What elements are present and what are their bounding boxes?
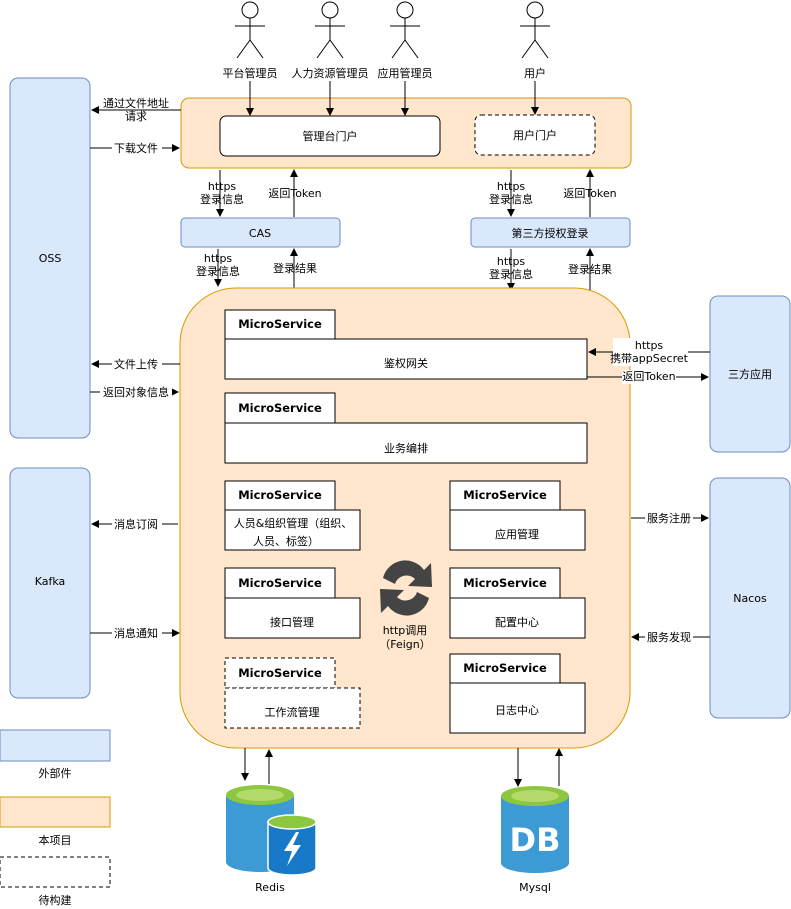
edge-label: 返回对象信息 — [103, 385, 169, 399]
orchestration-label: 业务编排 — [384, 441, 428, 455]
microservice-tag: MicroService — [463, 661, 547, 675]
admin-portal-label: 管理台门户 — [303, 129, 358, 143]
edge-label: https — [635, 339, 664, 352]
workflow-management-service: MicroService 工作流管理 — [224, 657, 361, 729]
actor-app-admin: 应用管理员 — [378, 1, 433, 80]
db-icon-text: DB — [510, 821, 561, 859]
edge-label: 登录结果 — [273, 261, 317, 275]
legend-project-label: 本项目 — [39, 833, 72, 847]
user-portal-label: 用户门户 — [513, 128, 557, 142]
third-party-app-label: 三方应用 — [728, 367, 772, 381]
actor-label: 应用管理员 — [378, 66, 433, 80]
api-mgmt-label: 接口管理 — [270, 615, 314, 629]
edge-label-bg — [645, 511, 693, 525]
actor-label: 人力资源管理员 — [292, 66, 369, 80]
edge-label-bg — [112, 626, 162, 640]
actor-platform-admin: 平台管理员 — [223, 1, 278, 80]
edge-label: 返回Token — [268, 187, 321, 200]
edge-label: https — [497, 180, 526, 193]
microservice-tag: MicroService — [238, 488, 322, 502]
edge-label-bg — [100, 385, 172, 399]
edge-label-bg — [622, 370, 676, 384]
edge-label: 文件上传 — [114, 357, 158, 371]
orchestration-service: MicroService 业务编排 — [224, 392, 588, 464]
org-mgmt-label-2: 人员、标签） — [253, 534, 319, 548]
edge-label-bg — [645, 630, 693, 644]
legend: 外部件 本项目 待构建 — [0, 729, 111, 907]
oss-label: OSS — [39, 252, 62, 265]
third-party-login-box — [470, 217, 631, 248]
admin-portal-box — [219, 115, 441, 157]
edge-label-bg — [112, 517, 162, 531]
legend-todo-swatch — [0, 856, 111, 888]
org-management-service: MicroService 人员&组织管理（组织、 人员、标签） — [224, 480, 361, 551]
third-party-login-label: 第三方授权登录 — [512, 226, 589, 240]
edge-label: 携带appSecret — [610, 351, 689, 365]
microservice-tag: MicroService — [238, 576, 322, 590]
log-center-label: 日志中心 — [495, 704, 539, 717]
edge-label: 登录信息 — [489, 192, 533, 206]
legend-project-swatch — [0, 796, 111, 828]
gateway-service: MicroService 鉴权网关 — [224, 309, 588, 380]
config-center-label: 配置中心 — [495, 616, 539, 629]
nacos-label: Nacos — [733, 592, 767, 605]
third-party-app-box — [709, 295, 791, 453]
edge-label: https — [497, 255, 526, 268]
cas-label: CAS — [249, 227, 271, 240]
app-mgmt-label: 应用管理 — [495, 527, 539, 541]
edge-label: 登录信息 — [200, 192, 244, 206]
edge-label: 通过文件地址 — [103, 96, 169, 110]
edge-label: https — [208, 180, 237, 193]
edge-label: 服务注册 — [647, 511, 691, 525]
edge-label: https — [204, 252, 233, 265]
workflow-mgmt-label: 工作流管理 — [265, 705, 320, 719]
edge-label: 请求 — [125, 110, 147, 123]
actor-label: 平台管理员 — [223, 66, 278, 80]
sync-icon — [380, 560, 432, 616]
config-center-service: MicroService 配置中心 — [449, 567, 586, 639]
center-label-2: （Feign） — [379, 638, 431, 651]
app-management-service: MicroService 应用管理 — [449, 480, 586, 551]
kafka-label: Kafka — [35, 575, 66, 588]
edge-label: 返回Token — [563, 187, 616, 200]
api-management-service: MicroService 接口管理 — [224, 567, 361, 639]
mysql-db-icon: DB — [501, 786, 569, 873]
actor-user: 用户 — [520, 1, 550, 80]
edge-label-bg — [112, 357, 162, 371]
legend-todo-label: 待构建 — [39, 893, 72, 907]
edge-label: 消息通知 — [114, 626, 158, 640]
legend-external-swatch — [0, 729, 111, 762]
microservice-tag: MicroService — [463, 576, 547, 590]
edge-label: 返回Token — [622, 370, 675, 383]
log-center-service: MicroService 日志中心 — [449, 653, 586, 734]
edge-label: 登录信息 — [196, 264, 240, 278]
legend-external-label: 外部件 — [39, 766, 72, 780]
redis-label: Redis — [255, 881, 285, 894]
edge-label: 登录结果 — [568, 262, 612, 276]
oss-box — [9, 77, 91, 439]
microservice-tag: MicroService — [238, 317, 322, 331]
edge-label-bg — [112, 141, 162, 155]
actor-label: 用户 — [524, 66, 546, 80]
user-portal-box — [474, 114, 596, 156]
org-mgmt-label-1: 人员&组织管理（组织、 — [234, 516, 353, 530]
edge-label: 下载文件 — [114, 141, 158, 155]
microservice-tag: MicroService — [238, 666, 322, 680]
edge-label: 消息订阅 — [114, 517, 158, 531]
mysql-label: Mysql — [519, 881, 551, 894]
microservice-tag: MicroService — [463, 488, 547, 502]
gateway-label: 鉴权网关 — [384, 356, 428, 370]
redis-icon — [226, 785, 317, 876]
center-label-1: http调用 — [383, 624, 428, 637]
edge-label: 服务发现 — [647, 630, 691, 644]
nacos-box — [709, 477, 791, 719]
actor-hr-admin: 人力资源管理员 — [292, 1, 369, 80]
edge-label-bg — [613, 338, 688, 366]
edge-label: 登录信息 — [489, 267, 533, 281]
kafka-box — [9, 467, 91, 699]
microservice-tag: MicroService — [238, 401, 322, 415]
cas-box — [180, 217, 341, 248]
